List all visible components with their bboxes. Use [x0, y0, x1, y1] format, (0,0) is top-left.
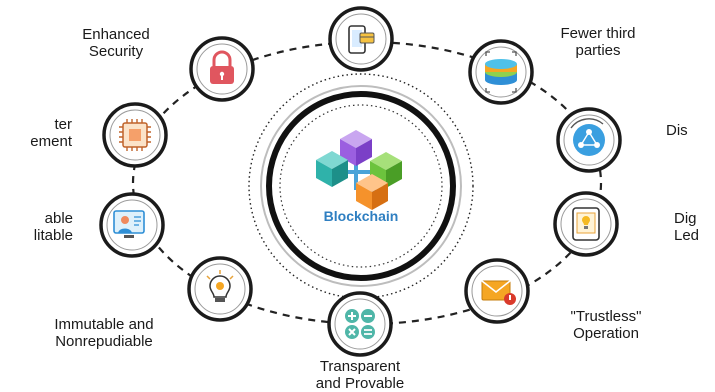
node-trustless-operation	[464, 258, 530, 324]
email-alert-icon	[481, 280, 516, 305]
smartphone-payment-icon	[348, 25, 375, 54]
node-management	[102, 102, 168, 168]
center-hub: Blockchain	[248, 73, 474, 299]
cpu-chip-icon	[119, 119, 151, 151]
digital-ledger-tablet-icon	[572, 207, 600, 241]
auditor-screen-icon	[113, 210, 145, 238]
label-trustless-operation: "Trustless" Operation	[546, 308, 666, 342]
label-distributed: Dis	[666, 122, 688, 139]
label-line: Enhanced	[82, 26, 150, 43]
node-transparent-provable	[327, 291, 393, 357]
label-line: Nonrepudiable	[55, 333, 153, 350]
distributed-network-icon	[570, 118, 605, 156]
label-transparent-provable: Transparent and Provable	[300, 358, 420, 392]
label-line: able	[44, 210, 73, 227]
label-line: Dis	[666, 122, 688, 139]
layered-disks-icon	[485, 51, 517, 93]
node-enhanced-security	[189, 36, 255, 102]
node-smartphone-payment	[328, 6, 394, 72]
label-enhanced-security: Enhanced Security	[56, 26, 176, 60]
inner-dotted-ring	[279, 104, 443, 268]
label-line: parties	[575, 42, 621, 59]
label-line: litable	[33, 227, 73, 244]
label-digital-ledger: Dig Led	[674, 210, 699, 244]
node-auditable	[99, 192, 165, 258]
label-line: and Provable	[315, 375, 405, 392]
connection-loop	[131, 40, 603, 326]
blockchain-title: Blockchain	[324, 208, 399, 224]
label-line: Operation	[573, 325, 639, 342]
label-fewer-third-parties: Fewer third parties	[538, 25, 658, 59]
label-line: "Trustless"	[570, 308, 642, 325]
label-line: Led	[674, 227, 700, 244]
label-line: ement	[30, 133, 72, 150]
node-immutable	[187, 256, 253, 322]
calculator-symbols-icon	[345, 309, 375, 339]
node-fewer-third-parties	[468, 39, 534, 105]
label-line: Dig	[674, 210, 697, 227]
blockchain-cubes-icon	[316, 130, 402, 210]
lightbulb-gear-icon	[206, 270, 234, 302]
label-line: Security	[88, 43, 144, 60]
node-distributed	[556, 107, 622, 173]
label-line: Transparent	[319, 358, 401, 375]
label-line: Immutable and	[54, 316, 154, 333]
label-immutable: Immutable and Nonrepudiable	[14, 316, 194, 350]
gray-ring	[260, 85, 462, 287]
padlock-icon	[210, 50, 234, 84]
label-line: Fewer third	[560, 25, 636, 42]
node-digital-ledger	[553, 191, 619, 257]
label-auditable: able litable	[0, 210, 73, 244]
label-management: ter ement	[0, 116, 72, 150]
label-line: ter	[54, 116, 72, 133]
